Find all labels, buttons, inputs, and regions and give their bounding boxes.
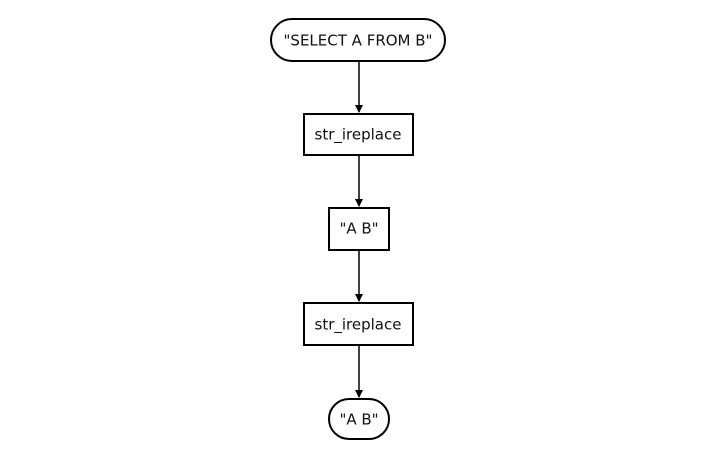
end-node-label: "A B" bbox=[339, 411, 378, 429]
start-node-label: "SELECT A FROM B" bbox=[284, 32, 433, 50]
process-node-2-label: str_ireplace bbox=[315, 316, 402, 335]
start-terminal-node: "SELECT A FROM B" bbox=[270, 18, 446, 62]
end-terminal-node: "A B" bbox=[328, 398, 390, 440]
str-ireplace-process-node-2: str_ireplace bbox=[303, 302, 414, 346]
intermediate-value-node: "A B" bbox=[328, 207, 390, 251]
str-ireplace-process-node-1: str_ireplace bbox=[303, 113, 414, 156]
process-node-1-label: str_ireplace bbox=[315, 126, 402, 145]
intermediate-value-label: "A B" bbox=[339, 220, 378, 238]
